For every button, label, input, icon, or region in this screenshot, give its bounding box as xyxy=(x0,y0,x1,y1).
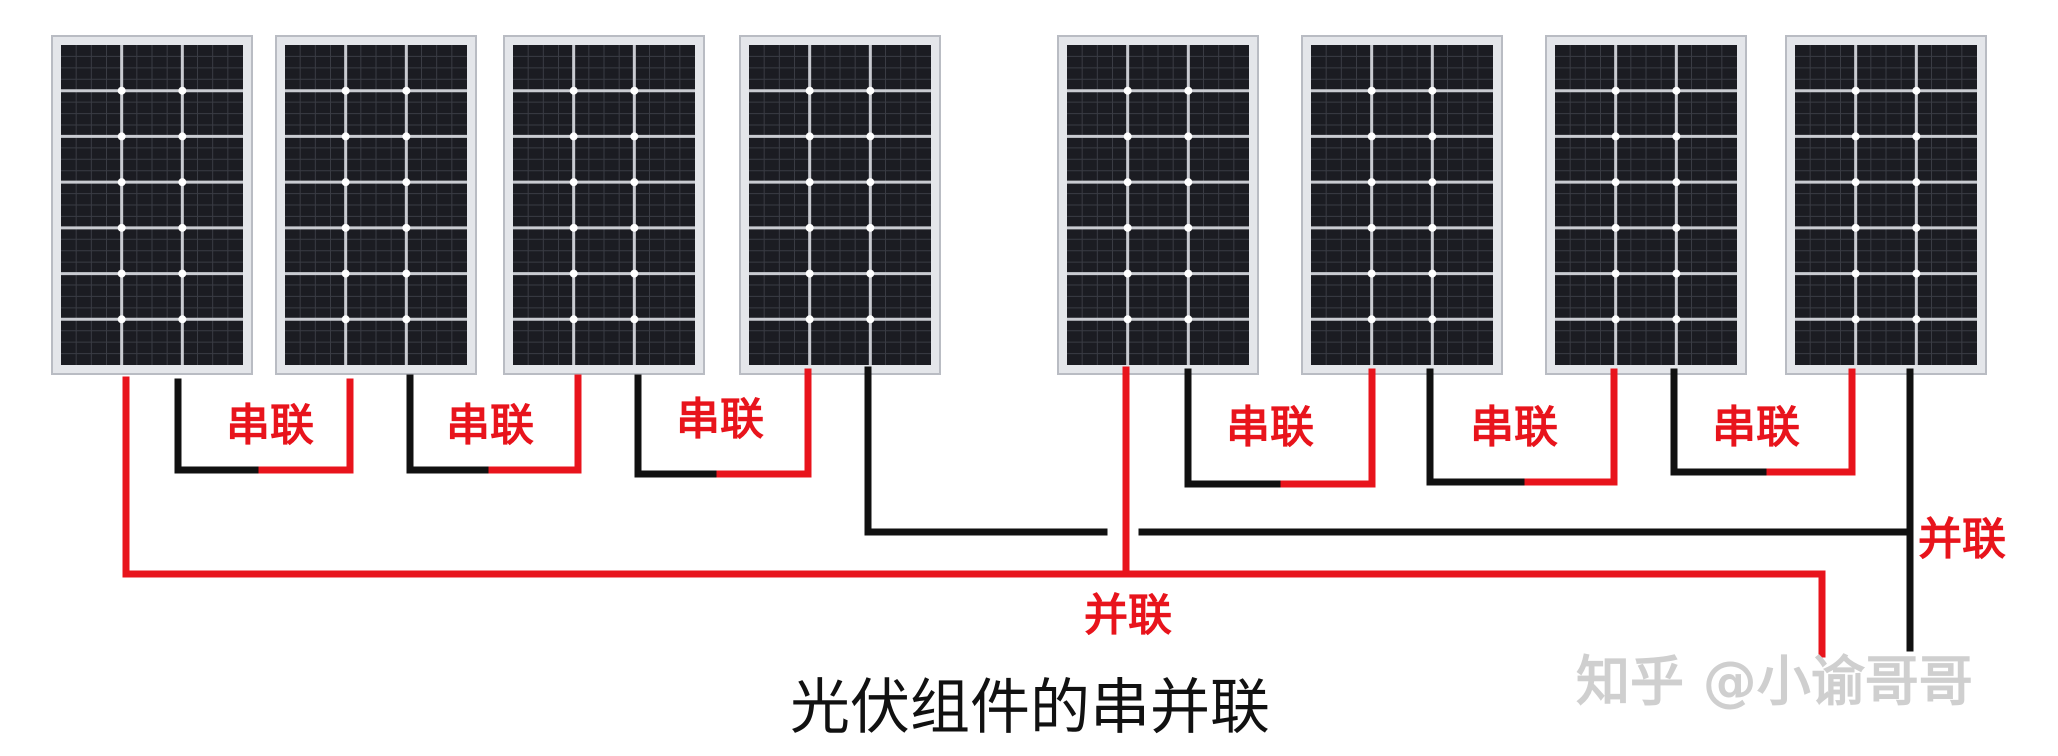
series-label-4: 串联 xyxy=(1226,402,1314,453)
series-link-3-positive xyxy=(716,368,812,478)
solar-panel-6 xyxy=(1301,35,1503,375)
solar-panel-4 xyxy=(739,35,941,375)
series-label-3: 串联 xyxy=(676,394,764,445)
series-label-6: 串联 xyxy=(1712,402,1800,453)
series-link-3-negative xyxy=(634,374,724,478)
series-link-6-negative xyxy=(1670,368,1774,476)
series-link-4-negative xyxy=(1184,368,1288,488)
series-link-6-positive xyxy=(1766,368,1856,476)
series-label-2: 串联 xyxy=(446,400,534,451)
solar-panel-5 xyxy=(1057,35,1259,375)
source-watermark: 知乎 @小谕哥哥 xyxy=(1576,650,1973,713)
solar-panel-7 xyxy=(1545,35,1747,375)
parallel-label-right: 并联 xyxy=(1918,514,2006,565)
series-label-1: 串联 xyxy=(226,400,314,451)
parallel-negative-left xyxy=(864,366,1108,536)
solar-panel-1 xyxy=(51,35,253,375)
wiring xyxy=(122,366,1914,658)
series-link-5-negative xyxy=(1426,368,1532,486)
series-link-4-positive xyxy=(1280,368,1376,488)
solar-panel-2 xyxy=(275,35,477,375)
solar-panel-3 xyxy=(503,35,705,375)
series-link-2-positive xyxy=(488,374,582,474)
solar-panels xyxy=(51,35,1987,375)
solar-panel-8 xyxy=(1785,35,1987,375)
series-link-1-negative xyxy=(174,378,266,474)
series-link-2-negative xyxy=(406,374,496,474)
diagram-caption: 光伏组件的串并联 xyxy=(790,673,1270,743)
series-label-5: 串联 xyxy=(1470,402,1558,453)
series-link-5-positive xyxy=(1524,368,1618,486)
series-link-1-positive xyxy=(258,378,354,474)
parallel-label-bottom: 并联 xyxy=(1084,590,1172,641)
parallel-positive-bus xyxy=(122,376,1826,658)
